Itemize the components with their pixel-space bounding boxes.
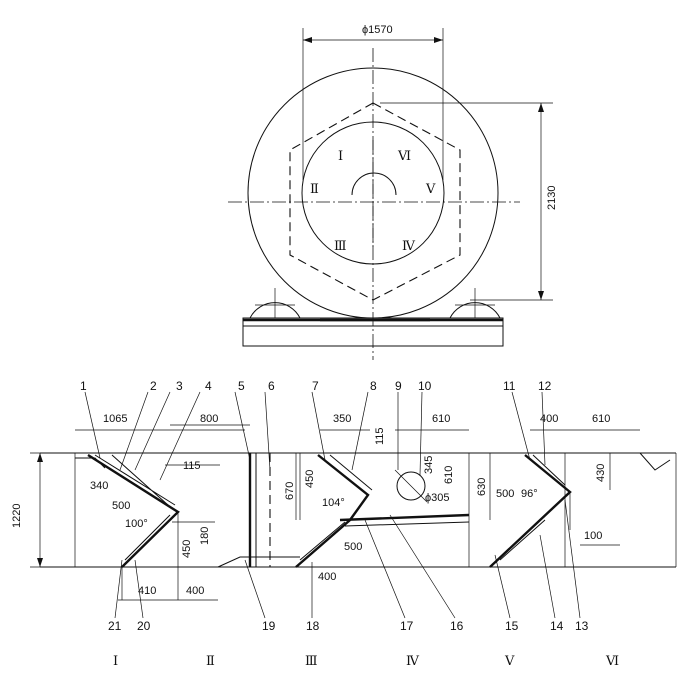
zone1-v-lines — [94, 454, 176, 561]
diameter-label: ϕ1570 — [362, 24, 393, 36]
arrow — [538, 291, 544, 300]
sector-label-3: Ⅲ — [334, 238, 347, 253]
sector-label-2: Ⅱ — [310, 181, 319, 196]
dim-115a: 115 — [183, 460, 201, 472]
dim-350: 350 — [333, 413, 351, 425]
sector-label-5: Ⅴ — [425, 181, 436, 196]
zone34-shelf-b — [344, 521, 470, 527]
part-number-17: 17 — [400, 619, 414, 633]
part-number-4: 4 — [205, 379, 212, 393]
arrow — [538, 103, 544, 112]
part-number-8: 8 — [370, 379, 377, 393]
dim-410: 410 — [138, 585, 156, 597]
dim-610b: 610 — [443, 466, 455, 484]
part-number-5: 5 — [238, 379, 245, 393]
dim-610a: 610 — [432, 413, 450, 425]
zone-label-4: Ⅳ — [406, 653, 420, 668]
overall-height-label: 1220 — [11, 504, 23, 528]
part-number-15: 15 — [505, 619, 519, 633]
dim-450b: 450 — [304, 470, 316, 488]
zone-label-2: Ⅱ — [206, 653, 215, 668]
part-number-9: 9 — [395, 379, 402, 393]
zone-label-6: Ⅵ — [605, 653, 619, 668]
dim-630: 630 — [476, 478, 488, 496]
part-number-11: 11 — [503, 379, 516, 393]
zone2-bottom — [217, 556, 300, 568]
sector-label-4: Ⅳ — [402, 238, 416, 253]
zone5-v-plate — [489, 454, 572, 568]
dim-115b: 115 — [374, 427, 386, 445]
zone1-v-plate — [87, 453, 180, 568]
dim-305: ϕ305 — [425, 492, 450, 504]
dim-340: 340 — [90, 480, 108, 492]
zone-label-1: Ⅰ — [113, 653, 118, 668]
part-number-7: 7 — [312, 379, 319, 393]
plan-view: ϕ1570 2130 Ⅰ Ⅱ Ⅲ Ⅳ Ⅴ Ⅵ — [228, 24, 558, 360]
part-number-14: 14 — [550, 619, 564, 633]
sector-label-6: Ⅵ — [397, 148, 411, 163]
zone1-lip — [75, 457, 106, 469]
dim-500a: 500 — [112, 500, 130, 512]
part-leaders — [84, 391, 581, 619]
zone-label-5: Ⅴ — [504, 653, 515, 668]
part-number-18: 18 — [306, 619, 320, 633]
dim-100: 100 — [584, 530, 602, 542]
dim-400a: 400 — [186, 585, 204, 597]
zone-label-3: Ⅲ — [305, 653, 318, 668]
part-number-12: 12 — [538, 379, 552, 393]
arrow — [37, 558, 43, 567]
dim-450a: 450 — [181, 540, 193, 558]
zone3-v-plate — [295, 454, 370, 568]
dim-400c: 400 — [540, 413, 558, 425]
zone6-corner — [639, 452, 671, 471]
center-arc — [351, 172, 397, 196]
part-number-10: 10 — [418, 379, 432, 393]
height-label: 2130 — [546, 186, 558, 210]
part-number-13: 13 — [575, 619, 589, 633]
part-number-1: 1 — [80, 379, 87, 393]
part-number-19: 19 — [262, 619, 276, 633]
zone34-shelf — [339, 513, 470, 522]
part-number-3: 3 — [176, 379, 183, 393]
dim-610c: 610 — [592, 413, 610, 425]
arrow — [434, 37, 443, 43]
zone4-hole-cross — [394, 469, 428, 503]
part-number-21: 21 — [108, 619, 122, 633]
arrow — [37, 453, 43, 462]
dim-500c: 500 — [496, 488, 514, 500]
hexagon-outline — [289, 102, 461, 301]
inner-circle — [301, 121, 445, 265]
part-number-20: 20 — [137, 619, 151, 633]
dim-180: 180 — [199, 527, 211, 545]
dim-96deg: 96° — [521, 488, 538, 500]
dim-500b: 500 — [344, 541, 362, 553]
base-frame — [242, 317, 504, 347]
dim-400b: 400 — [318, 571, 336, 583]
zone5-v-lines — [499, 454, 566, 561]
sector-label-1: Ⅰ — [338, 148, 343, 163]
part-number-16: 16 — [450, 619, 464, 633]
dim-800: 800 — [200, 413, 218, 425]
part-number-2: 2 — [150, 379, 157, 393]
dim-430: 430 — [595, 464, 607, 482]
part-number-6: 6 — [268, 379, 275, 393]
zone3-v-lines — [299, 454, 373, 561]
arrow — [303, 37, 312, 43]
section-view: 1220 — [11, 379, 677, 668]
dim-345: 345 — [423, 456, 435, 474]
dim-104deg: 104° — [322, 497, 345, 509]
dim-1065: 1065 — [103, 413, 127, 425]
dim-100deg: 100° — [125, 518, 148, 530]
zone4-hole — [396, 471, 426, 501]
dim-670: 670 — [284, 482, 296, 500]
